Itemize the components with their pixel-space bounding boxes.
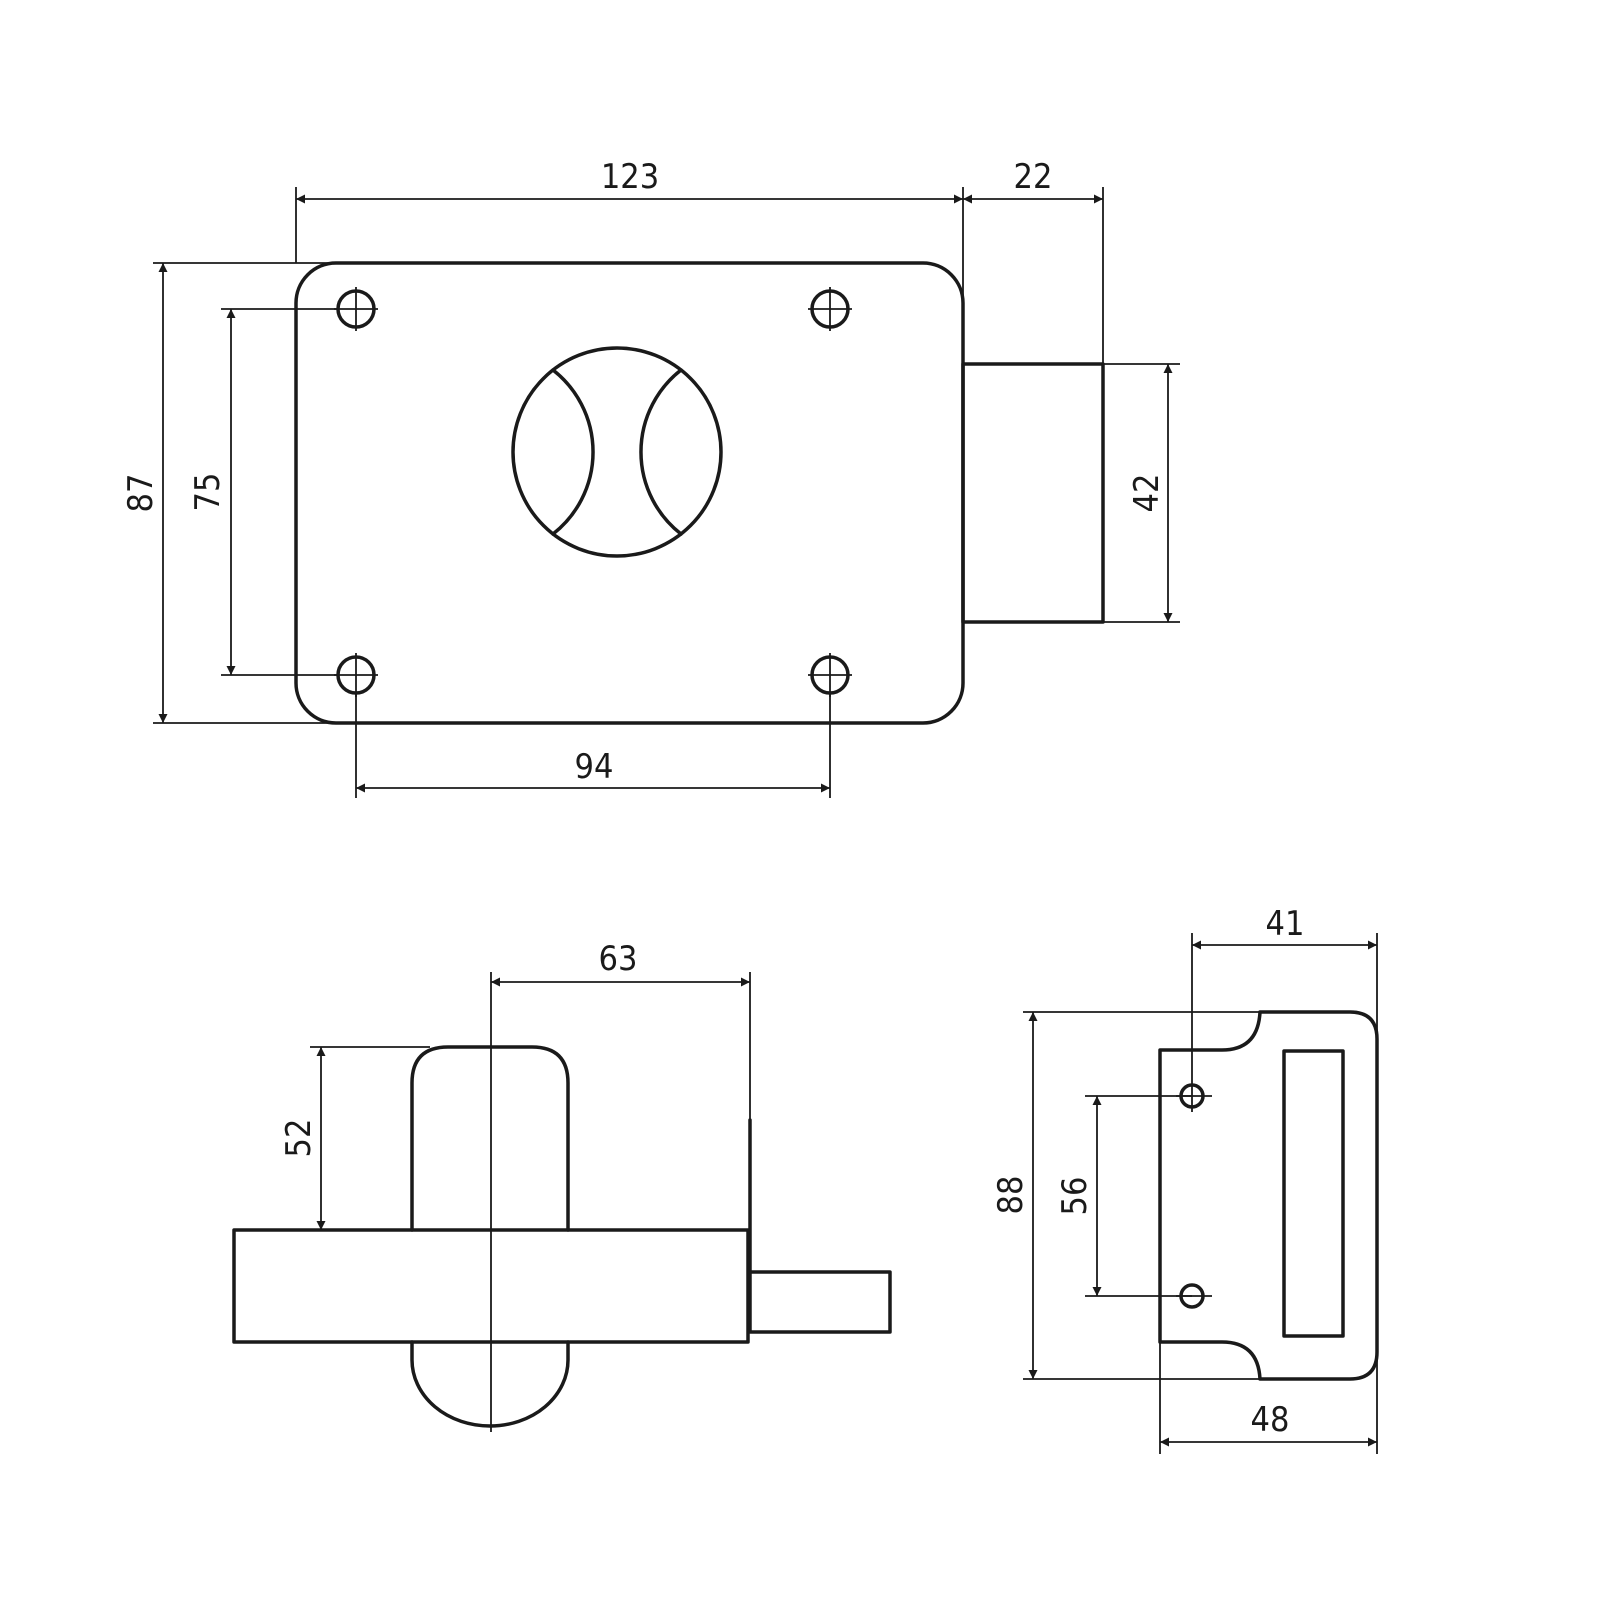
dimension-label-63: 63 <box>599 939 638 979</box>
side-view: 63 52 <box>232 939 892 1432</box>
screw-hole-bottom-right <box>808 653 852 697</box>
bolt-front <box>961 362 1105 624</box>
dimension-keeper-height: 88 <box>991 1011 1260 1380</box>
dimension-label-88: 88 <box>991 1176 1031 1215</box>
dimension-side-depth: 63 <box>491 939 751 1120</box>
dimension-front-width: 123 <box>295 157 964 300</box>
dimension-label-75: 75 <box>188 473 228 512</box>
dimension-label-56: 56 <box>1055 1177 1095 1216</box>
cylinder-knob-bottom <box>410 1340 570 1428</box>
bolt-side <box>748 1270 892 1334</box>
cylinder-knob-top <box>410 1045 570 1232</box>
dimension-label-123: 123 <box>601 157 659 197</box>
dimension-label-94: 94 <box>575 747 614 787</box>
keeper-view: 41 88 56 48 <box>991 904 1379 1454</box>
dimension-label-48: 48 <box>1251 1400 1290 1440</box>
dimension-keeper-width: 48 <box>1159 1342 1378 1454</box>
dimension-label-41: 41 <box>1266 904 1305 944</box>
dimension-hole-spacing-horizontal: 94 <box>355 693 831 798</box>
dimension-front-height: 87 <box>121 262 330 724</box>
dimension-label-42: 42 <box>1127 474 1167 513</box>
dimension-label-22: 22 <box>1014 157 1053 197</box>
keeper-plate <box>1158 1010 1379 1381</box>
screw-hole-top-left <box>334 287 378 331</box>
dimension-keeper-hole-spacing: 56 <box>1055 1095 1192 1297</box>
screw-hole-top-right <box>808 287 852 331</box>
dimension-label-52: 52 <box>279 1119 319 1158</box>
front-view: 123 22 87 75 42 <box>121 157 1180 798</box>
dimension-cylinder-height: 52 <box>279 1046 430 1230</box>
dimension-bolt-height: 42 <box>1103 363 1180 623</box>
lock-body-plate <box>294 261 965 725</box>
keyhole-cylinder <box>511 346 723 558</box>
dimension-keeper-depth: 41 <box>1191 904 1378 1112</box>
dimension-label-87: 87 <box>121 474 161 513</box>
dimension-hole-spacing-vertical: 75 <box>188 308 338 676</box>
dimension-bolt-projection: 22 <box>963 157 1104 364</box>
keeper-slot <box>1282 1049 1345 1338</box>
screw-hole-bottom-left <box>334 653 378 697</box>
